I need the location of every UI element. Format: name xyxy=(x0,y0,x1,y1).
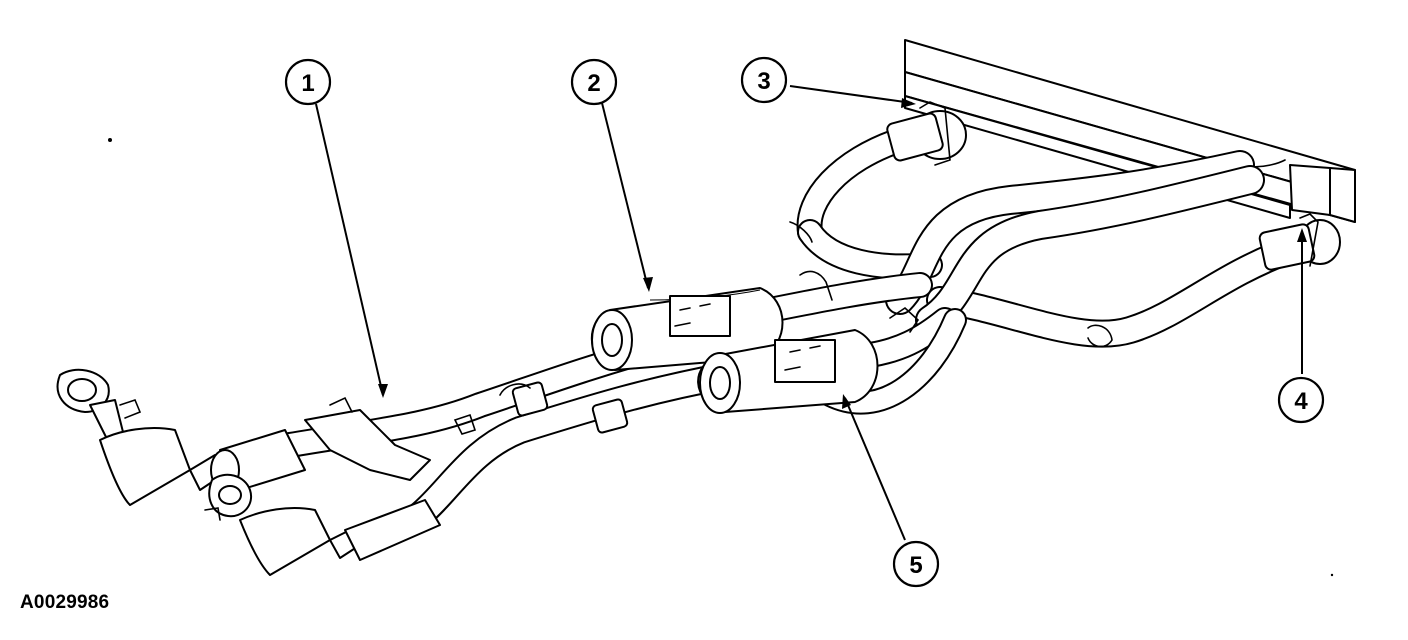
callout-5-number: 5 xyxy=(909,552,922,579)
pipe-clamps xyxy=(453,381,629,435)
muffler-right xyxy=(697,329,879,414)
callout-1-number: 1 xyxy=(301,70,314,97)
leader-line-3 xyxy=(789,85,913,104)
over-axle-pipe xyxy=(885,150,1265,335)
leader-line-5 xyxy=(844,397,906,541)
callout-4-circle xyxy=(1277,376,1325,424)
callout-2-number: 2 xyxy=(587,70,600,97)
callout-5: 5 xyxy=(892,540,940,588)
arrowhead-2 xyxy=(643,277,653,292)
callout-3-circle xyxy=(740,56,788,104)
callout-5-circle xyxy=(892,540,940,588)
speck xyxy=(1330,573,1334,577)
right-catalytic-converter xyxy=(204,473,441,576)
arrowhead-4 xyxy=(1297,228,1307,242)
callout-1: 1 xyxy=(284,58,332,106)
speck xyxy=(108,138,112,142)
callout-3-number: 3 xyxy=(757,68,770,95)
right-tailpipe xyxy=(926,213,1341,348)
left-catalytic-converter xyxy=(56,368,306,506)
callout-2-circle xyxy=(570,58,618,106)
leader-line-2 xyxy=(601,102,649,289)
callout-4: 4 xyxy=(1277,376,1325,424)
arrowhead-5 xyxy=(842,394,851,409)
leader-line-1 xyxy=(315,103,384,396)
right-front-pipe xyxy=(406,361,744,529)
callout-4-number: 4 xyxy=(1294,388,1308,415)
arrowhead-3 xyxy=(901,98,916,108)
callout-3: 3 xyxy=(740,56,788,104)
figure-id-label: A0029986 xyxy=(20,592,110,613)
callout-2: 2 xyxy=(570,58,618,106)
arrowhead-1 xyxy=(378,384,388,398)
muffler-left xyxy=(590,287,784,371)
heat-shield-bracket xyxy=(304,396,431,481)
callout-1-circle xyxy=(284,58,332,106)
leader-lines xyxy=(315,85,1307,541)
